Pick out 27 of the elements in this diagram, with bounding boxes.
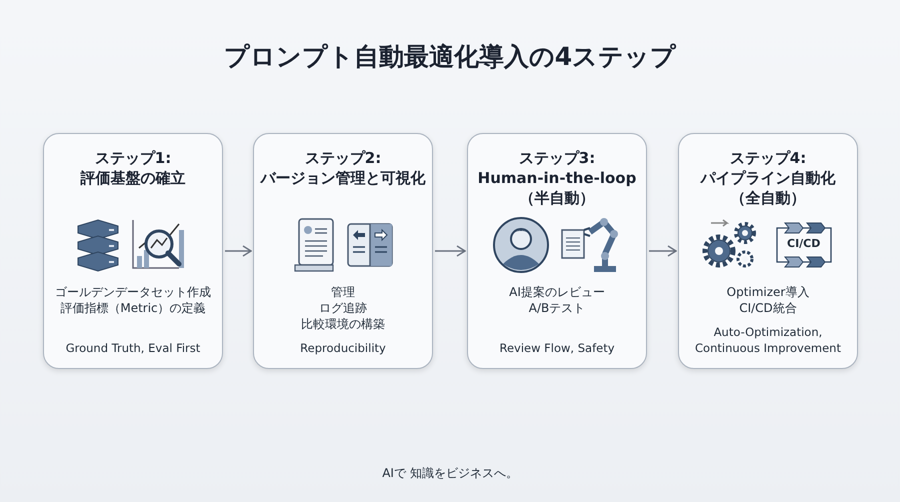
step-card [43, 133, 223, 369]
step-card [253, 133, 433, 369]
step-detail: ログ追跡 [319, 300, 367, 316]
step-keywords: Auto-Optimization, Continuous Improvement [694, 324, 842, 356]
arrow [649, 245, 677, 257]
step-keywords: Review Flow, Safety [498, 340, 616, 356]
step-keywords: Reproducibility [299, 340, 387, 356]
step-detail: Optimizer導入 [726, 284, 810, 300]
diagram-title: プロンプト自動最適化導入の4ステップ [222, 41, 678, 73]
step-detail: 評価指標（Metric）の定義 [60, 300, 206, 316]
step-heading: ステップ2: バージョン管理と可視化 [259, 148, 426, 188]
step-heading: ステップ3: Human-in-the-loop（半自動） [476, 148, 638, 208]
step-detail: A/Bテスト [528, 300, 586, 316]
step-detail: CI/CD統合 [739, 300, 797, 316]
step-detail: 比較環境の構築 [301, 316, 385, 332]
step-card [678, 133, 858, 369]
step-detail: AI提案のレビュー [509, 284, 605, 300]
arrow [225, 245, 252, 257]
step-detail: ゴールデンデータセット作成 [55, 284, 211, 300]
step-keywords: Ground Truth, Eval First [64, 340, 202, 356]
step-heading: ステップ1: 評価基盤の確立 [79, 148, 186, 188]
arrow [435, 245, 466, 257]
step-card [467, 133, 647, 369]
tagline: AIで 知識をビジネスへ。 [382, 465, 518, 482]
step-detail: 管理 [331, 284, 355, 300]
pipeline-label: CI/CD [787, 237, 820, 250]
step-heading: ステップ4: パイプライン自動化（全自動） [699, 148, 836, 208]
